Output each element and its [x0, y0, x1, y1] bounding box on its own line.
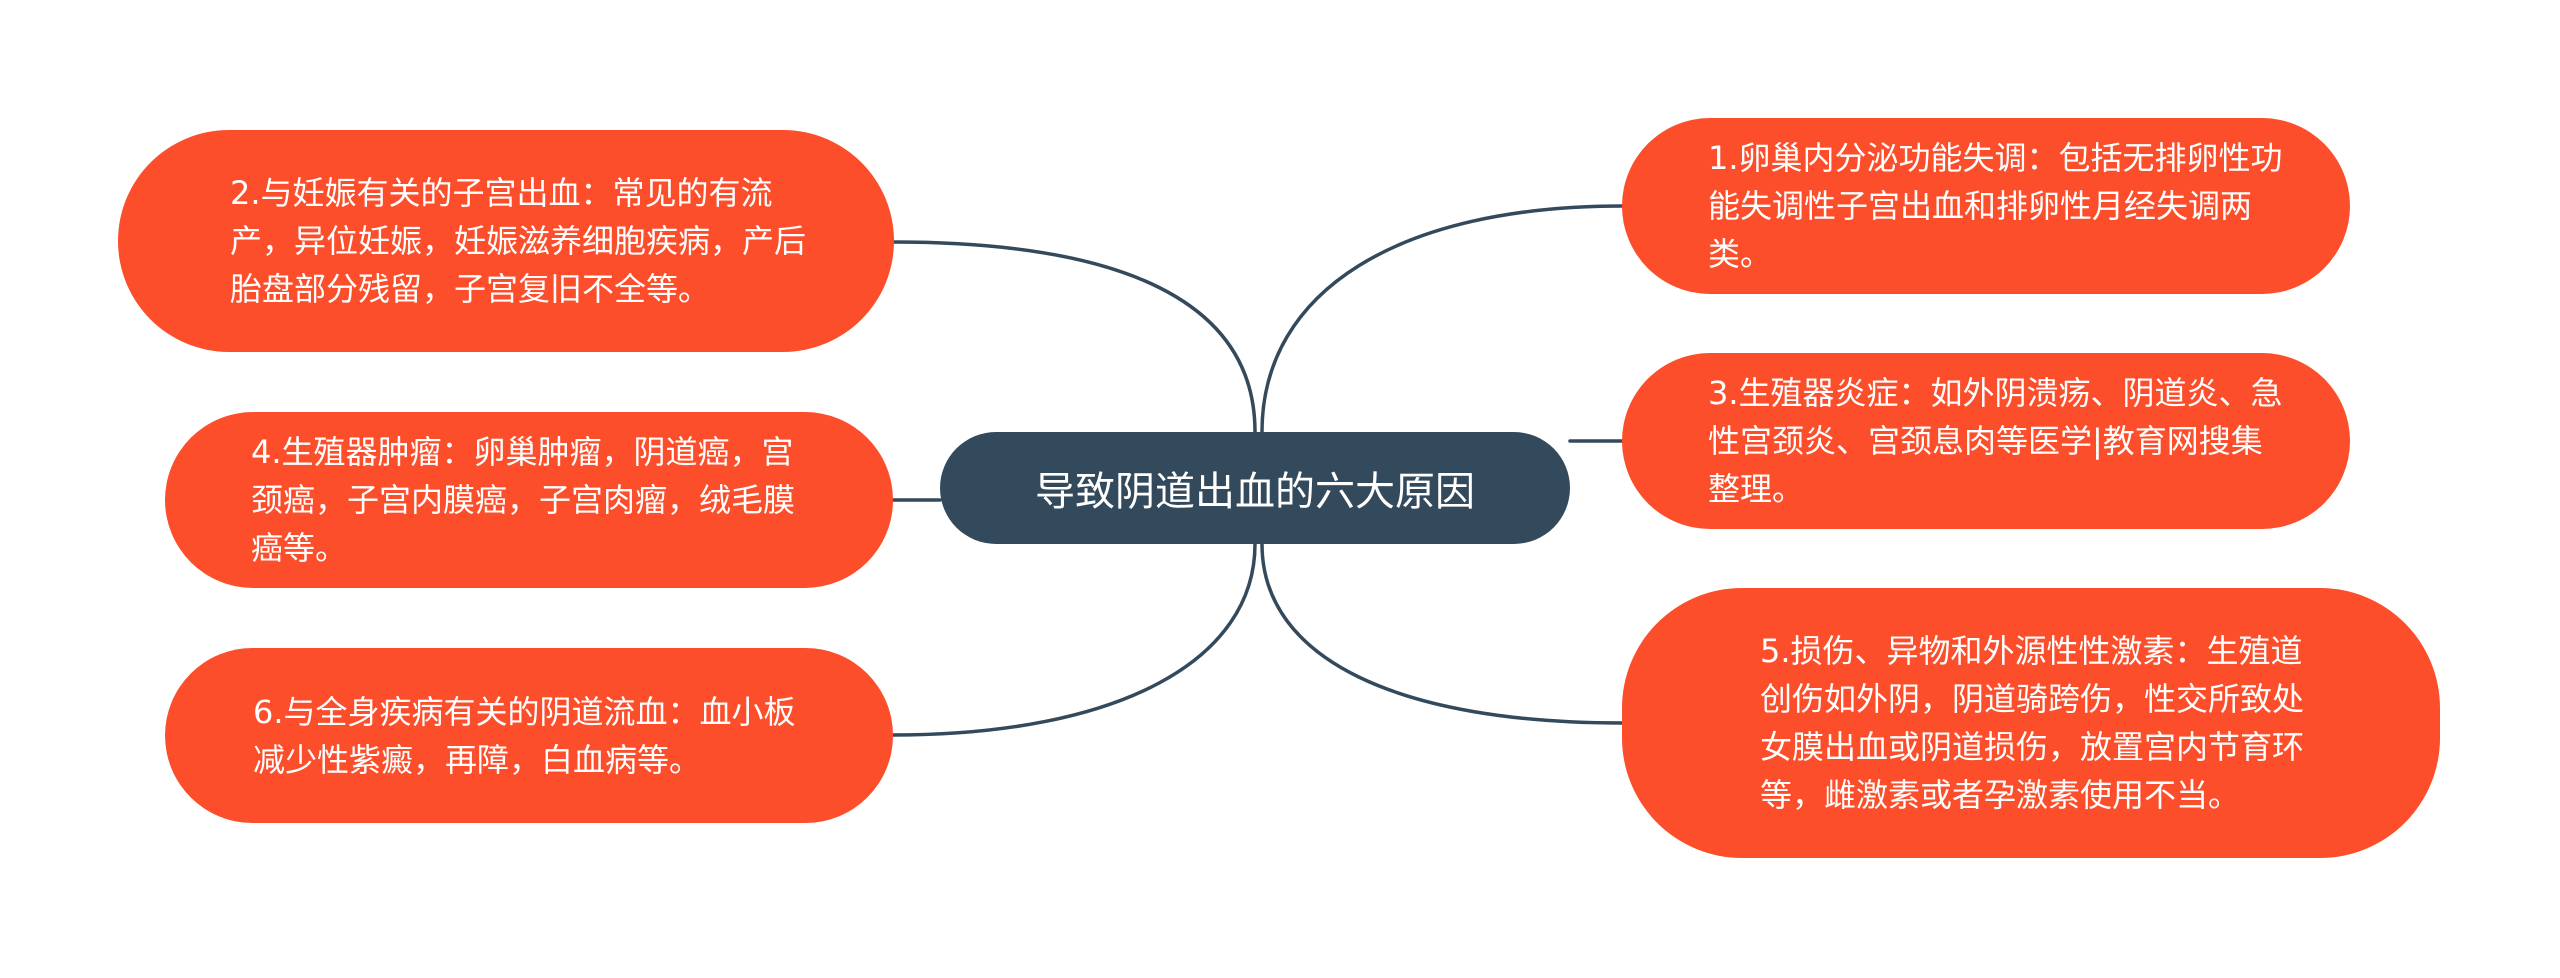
connector-to-node-5 [1260, 542, 1624, 725]
central-topic[interactable]: 导致阴道出血的六大原因 [940, 432, 1570, 544]
connector-to-node-2 [891, 240, 1257, 434]
topic-node-3[interactable]: 3.生殖器炎症：如外阴溃疡、阴道炎、急性宫颈炎、宫颈息肉等医学|教育网搜集整理。 [1622, 353, 2350, 529]
central-topic-label: 导致阴道出血的六大原因 [1035, 469, 1475, 515]
topic-node-2[interactable]: 2.与妊娠有关的子宫出血：常见的有流产，异位妊娠，妊娠滋养细胞疾病，产后胎盘部分… [118, 130, 894, 352]
connector-to-node-6 [891, 542, 1257, 737]
topic-node-4-text: 4.生殖器肿瘤：卵巢肿瘤，阴道癌，宫颈癌，子宫内膜癌，子宫肉瘤，绒毛膜癌等。 [251, 433, 796, 567]
topic-node-4[interactable]: 4.生殖器肿瘤：卵巢肿瘤，阴道癌，宫颈癌，子宫内膜癌，子宫肉瘤，绒毛膜癌等。 [165, 412, 893, 588]
connector-to-node-1 [1260, 204, 1624, 434]
topic-node-6[interactable]: 6.与全身疾病有关的阴道流血：血小板减少性紫癜，再障，白血病等。 [165, 648, 893, 823]
topic-node-5[interactable]: 5.损伤、异物和外源性性激素：生殖道创伤如外阴，阴道骑跨伤，性交所致处女膜出血或… [1622, 588, 2440, 858]
topic-node-3-text: 3.生殖器炎症：如外阴溃疡、阴道炎、急性宫颈炎、宫颈息肉等医学|教育网搜集整理。 [1708, 374, 2283, 508]
topic-node-6-text: 6.与全身疾病有关的阴道流血：血小板减少性紫癜，再障，白血病等。 [253, 692, 796, 779]
topic-node-2-text: 2.与妊娠有关的子宫出血：常见的有流产，异位妊娠，妊娠滋养细胞疾病，产后胎盘部分… [230, 174, 807, 308]
topic-node-5-text: 5.损伤、异物和外源性性激素：生殖道创伤如外阴，阴道骑跨伤，性交所致处女膜出血或… [1760, 632, 2305, 814]
topic-node-1-text: 1.卵巢内分泌功能失调：包括无排卵性功能失调性子宫出血和排卵性月经失调两类。 [1708, 139, 2283, 273]
topic-node-1[interactable]: 1.卵巢内分泌功能失调：包括无排卵性功能失调性子宫出血和排卵性月经失调两类。 [1622, 118, 2350, 294]
